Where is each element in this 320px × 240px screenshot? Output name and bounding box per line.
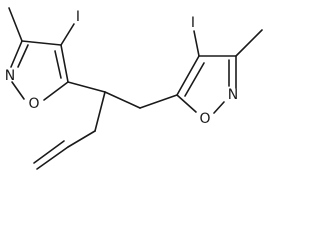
bond-left-c3-n-outer — [10, 40, 23, 68]
bond-right-c4-c5-outer — [176, 55, 200, 96]
bond-right-c5-o — [176, 94, 197, 113]
bond-ch-ch2-right — [104, 91, 141, 109]
bond-right-methyl — [235, 29, 263, 57]
bond-left-c4-c5-outer — [60, 44, 69, 83]
atom-right-nitrogen: N — [228, 87, 238, 103]
bond-right-c4-c5-inner — [184, 62, 205, 97]
bond-vinyl-inner — [33, 140, 65, 164]
atom-left-iodine: I — [76, 9, 80, 25]
atom-right-iodine: I — [191, 15, 195, 31]
bond-ch-ch2-down — [94, 91, 106, 132]
bond-left-n-o — [11, 81, 25, 100]
bond-left-c3-n-inner — [17, 44, 29, 68]
bond-right-o-n — [213, 101, 225, 114]
atom-left-oxygen: O — [28, 96, 39, 112]
bond-right-c4-iodine — [193, 30, 200, 57]
atom-labels: I N O I N O — [5, 9, 238, 127]
bond-left-o-c5 — [43, 81, 69, 101]
bond-left-c4-iodine — [60, 23, 75, 46]
molecule-structure: I N O I N O — [5, 7, 263, 170]
bond-c5-ch — [67, 81, 106, 93]
bonds — [8, 7, 263, 170]
bond-ch2-vinyl — [67, 130, 96, 148]
bond-vinyl-outer — [36, 146, 69, 170]
bond-ch2-right-c5 — [139, 94, 178, 109]
bond-left-c4-c5-inner — [54, 50, 62, 79]
atom-right-oxygen: O — [199, 111, 210, 127]
bond-left-c3-c4 — [21, 40, 62, 46]
bond-left-methyl — [8, 7, 23, 42]
atom-left-nitrogen: N — [5, 68, 15, 84]
